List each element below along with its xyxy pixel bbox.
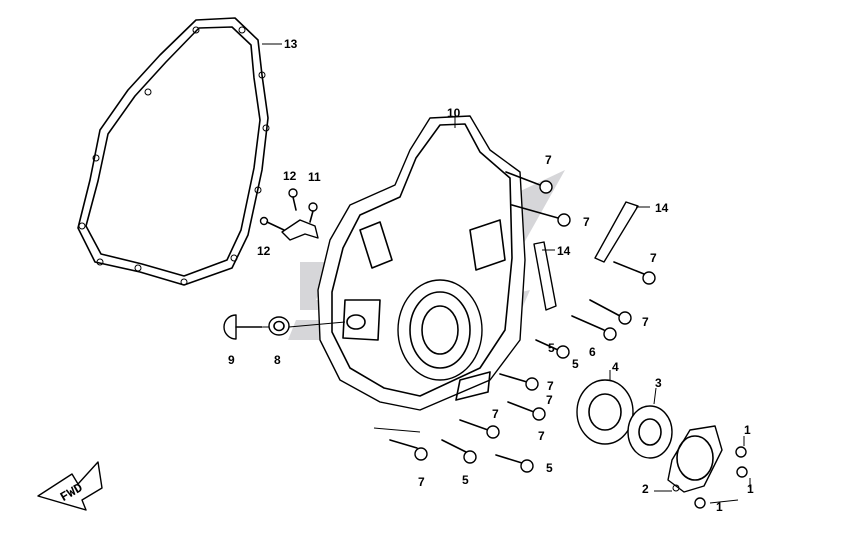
callout-label: 3 <box>655 376 662 390</box>
callout-label: 2 <box>642 482 649 496</box>
callout-label: 10 <box>447 106 461 120</box>
callout-label: 13 <box>284 37 298 51</box>
callout-label: 1 <box>747 482 754 496</box>
callout-label: 7 <box>642 315 649 329</box>
callout-label: 6 <box>589 345 596 359</box>
callout-label: 9 <box>228 353 235 367</box>
callout-label: 7 <box>583 215 590 229</box>
leader-lines <box>542 206 751 504</box>
callout-label: 11 <box>308 170 321 184</box>
callout-label: 1 <box>744 423 751 437</box>
callout-label: 7 <box>547 379 554 393</box>
callout-label: 5 <box>572 357 579 371</box>
crankcase-cover <box>317 113 526 411</box>
small-bracket-parts <box>259 188 319 241</box>
callout-label: 1 <box>716 500 723 514</box>
callout-label: 4 <box>612 360 619 374</box>
callout-label: 5 <box>546 461 553 475</box>
callout-label: 7 <box>418 475 425 489</box>
bearing-seal-plate <box>576 379 748 509</box>
callout-label: 7 <box>538 429 545 443</box>
callout-label: 14 <box>655 201 669 215</box>
callout-label: 7 <box>650 251 657 265</box>
callout-label: 5 <box>462 473 469 487</box>
callout-label: 7 <box>492 407 499 421</box>
bolts <box>373 171 656 473</box>
callout-label: 8 <box>274 353 281 367</box>
callout-label: 7 <box>546 393 553 407</box>
callout-label: 12 <box>257 244 271 258</box>
drain-plug-and-oring <box>223 314 346 340</box>
callout-label: 7 <box>545 153 552 167</box>
callout-label: 14 <box>557 244 571 258</box>
callout-label: 12 <box>283 169 297 183</box>
forward-direction-arrow <box>37 461 103 511</box>
callout-label: 5 <box>548 341 555 355</box>
gasket <box>77 17 282 286</box>
retainer-plates <box>533 201 639 311</box>
